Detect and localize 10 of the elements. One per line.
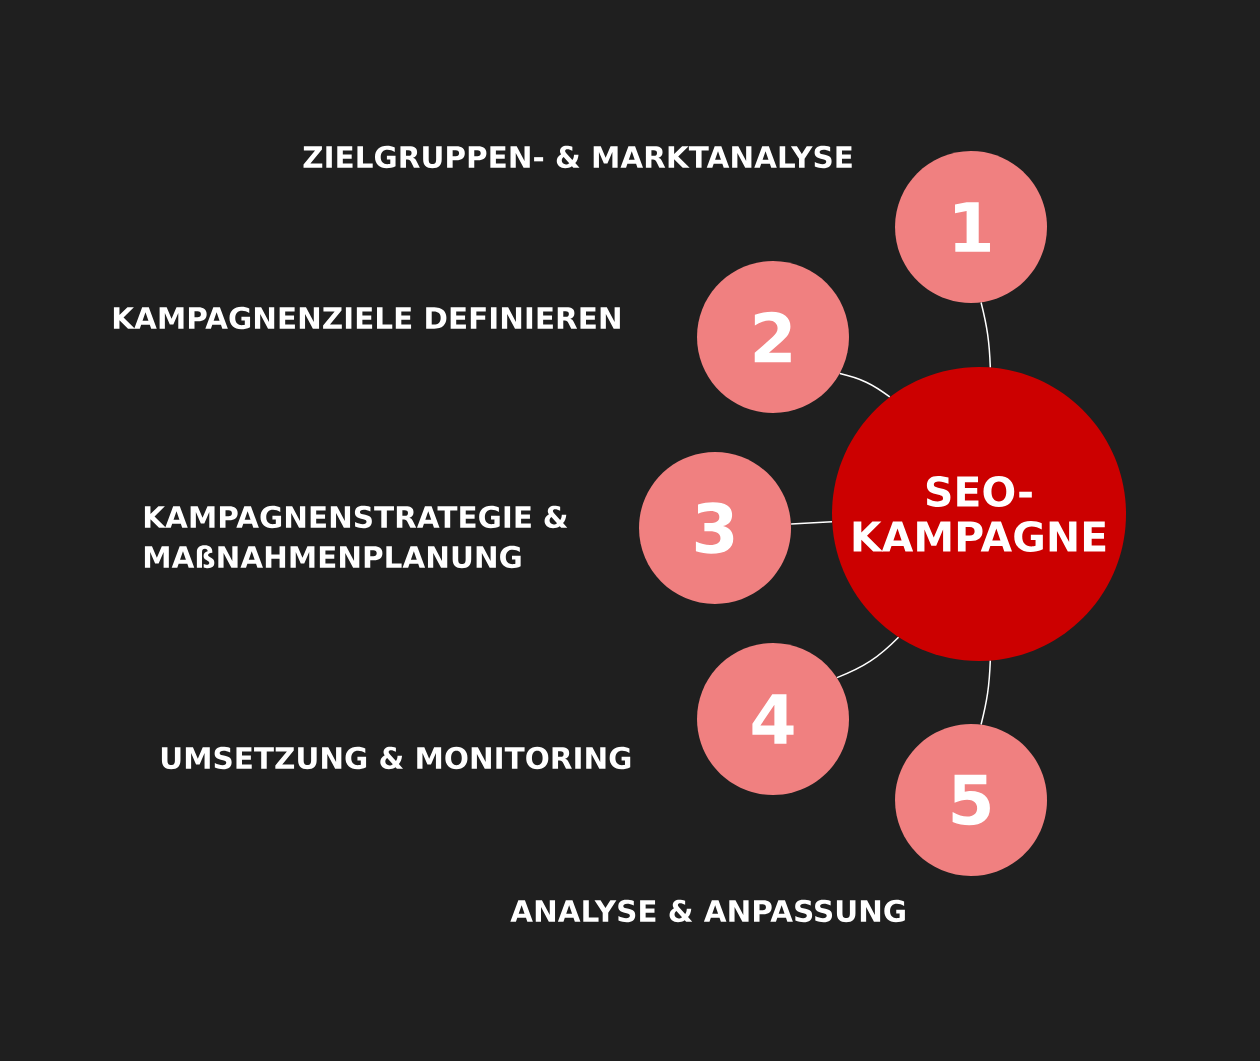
step-label: KAMPAGNENSTRATEGIE & MAßNAHMENPLANUNG	[144, 505, 568, 569]
connector-line	[980, 660, 992, 726]
step-label: UMSETZUNG & MONITORING	[161, 746, 631, 770]
connector-line	[790, 521, 833, 525]
step-label: ANALYSE & ANPASSUNG	[510, 899, 905, 923]
step-label: KAMPAGNENZIELE DEFINIEREN	[113, 306, 620, 330]
step-label: ZIELGRUPPEN- & MARKTANALYSE	[303, 145, 852, 169]
connector-line	[980, 301, 992, 368]
connector-line	[836, 636, 900, 679]
connector-line	[839, 372, 891, 398]
